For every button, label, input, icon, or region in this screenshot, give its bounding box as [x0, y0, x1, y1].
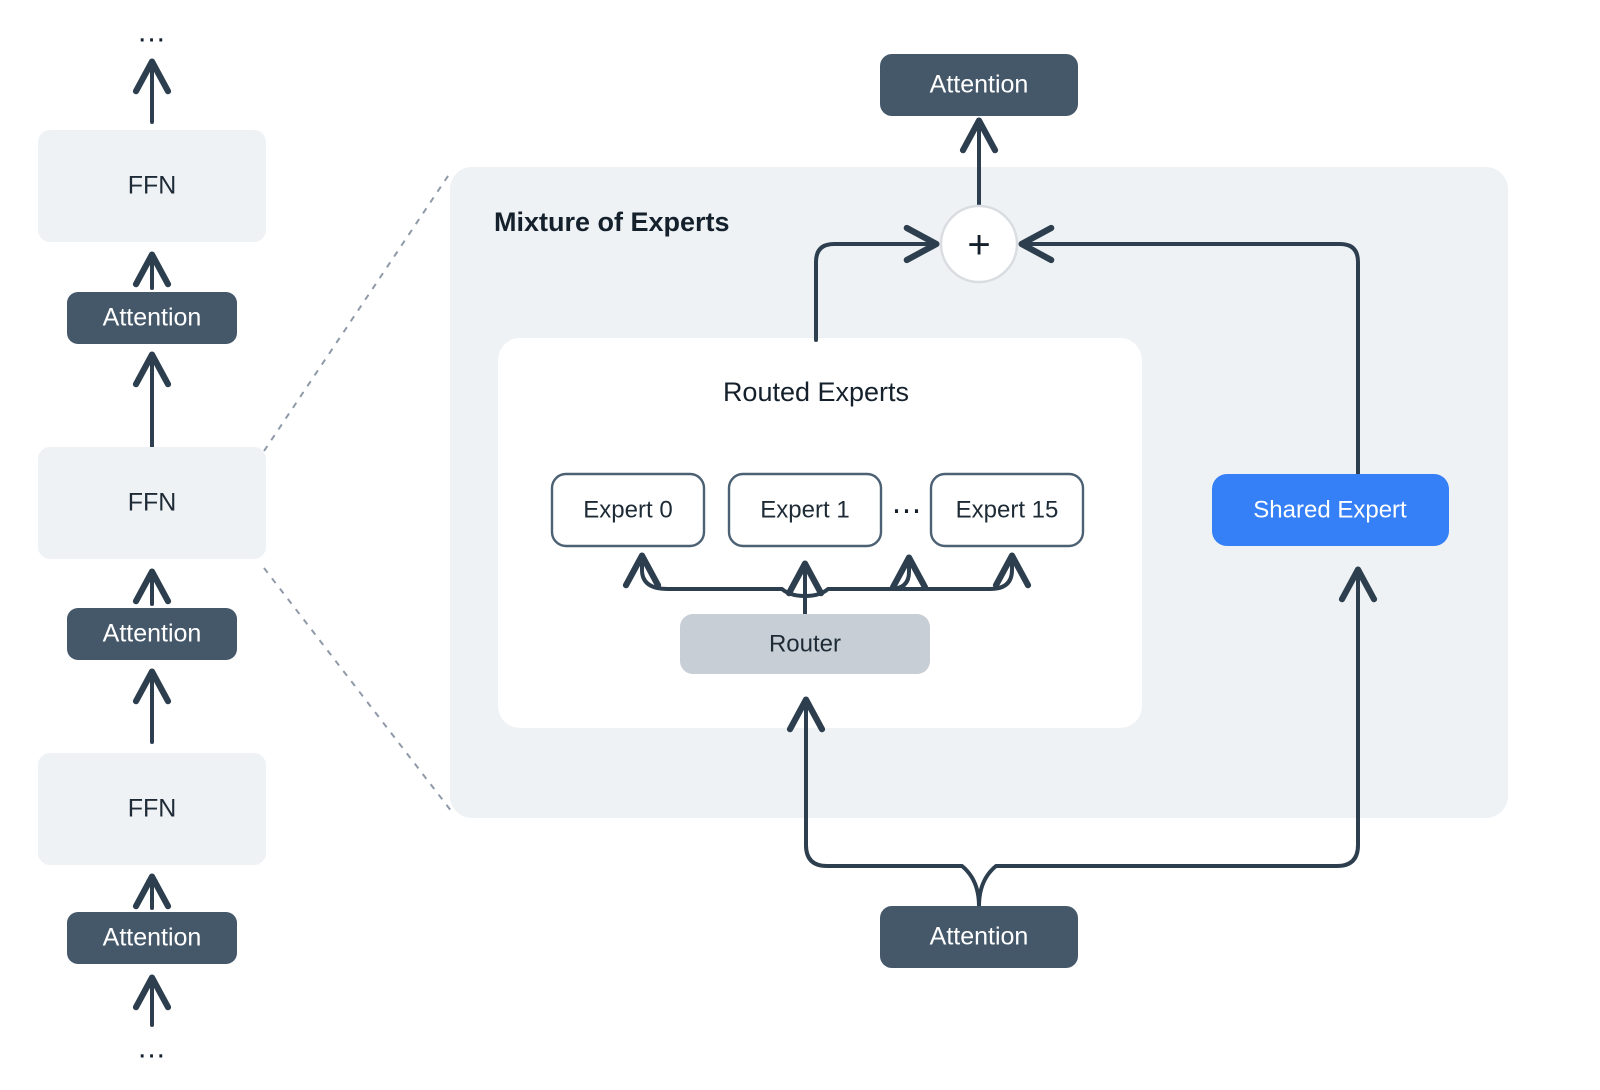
router-branch-to-expert15 — [888, 552, 1032, 591]
arrow-bottom-attention-to-shared-expert — [977, 566, 1378, 908]
router-label: Router — [769, 630, 841, 657]
left-ffn-middle-label: FFN — [128, 489, 177, 517]
left-ffn-top-label: FFN — [128, 172, 177, 200]
expert-box-15[interactable] — [929, 472, 1085, 548]
moe-top-attention-box — [880, 54, 1078, 116]
expert-15-label: Expert 15 — [956, 496, 1059, 523]
left-stack-top-ellipsis: ... — [138, 16, 166, 49]
arrow-shared-to-adder — [1018, 224, 1360, 478]
left-ffn-middle — [38, 447, 266, 559]
moe-bottom-attention-box — [880, 906, 1078, 968]
arrow-bottom-attention-to-router — [786, 696, 981, 908]
left-attention-top-label: Attention — [103, 304, 202, 332]
left-attention-bottom-label: Attention — [103, 924, 202, 952]
moe-panel-title: Mixture of Experts — [494, 207, 730, 237]
adder-plus-symbol: + — [967, 223, 990, 267]
left-ffn-top — [38, 130, 266, 242]
expert-1-label: Expert 1 — [760, 496, 849, 523]
left-attention-bottom — [67, 912, 237, 964]
adder-circle — [939, 204, 1019, 284]
expert-box-1[interactable] — [727, 472, 883, 548]
left-ffn-bottom-label: FFN — [128, 795, 177, 823]
router-box[interactable] — [680, 614, 930, 674]
router-branch-to-expert0 — [622, 552, 807, 598]
moe-bottom-attention-label: Attention — [930, 923, 1029, 951]
shared-expert-label: Shared Expert — [1253, 496, 1407, 523]
left-stack-bottom-ellipsis: ... — [138, 1032, 166, 1065]
left-ffn-bottom — [38, 753, 266, 865]
expert-0-label: Expert 0 — [583, 496, 672, 523]
left-attention-middle — [67, 608, 237, 660]
expert-list-ellipsis: ⋯ — [892, 495, 923, 528]
left-attention-middle-label: Attention — [103, 620, 202, 648]
arrow-routed-to-adder — [814, 224, 940, 342]
moe-top-attention-label: Attention — [930, 71, 1029, 99]
zoom-line-top — [263, 169, 453, 452]
shared-expert-box[interactable] — [1212, 474, 1449, 546]
left-attention-top — [67, 292, 237, 344]
routed-experts-title: Routed Experts — [723, 377, 909, 407]
expert-box-0[interactable] — [550, 472, 706, 548]
